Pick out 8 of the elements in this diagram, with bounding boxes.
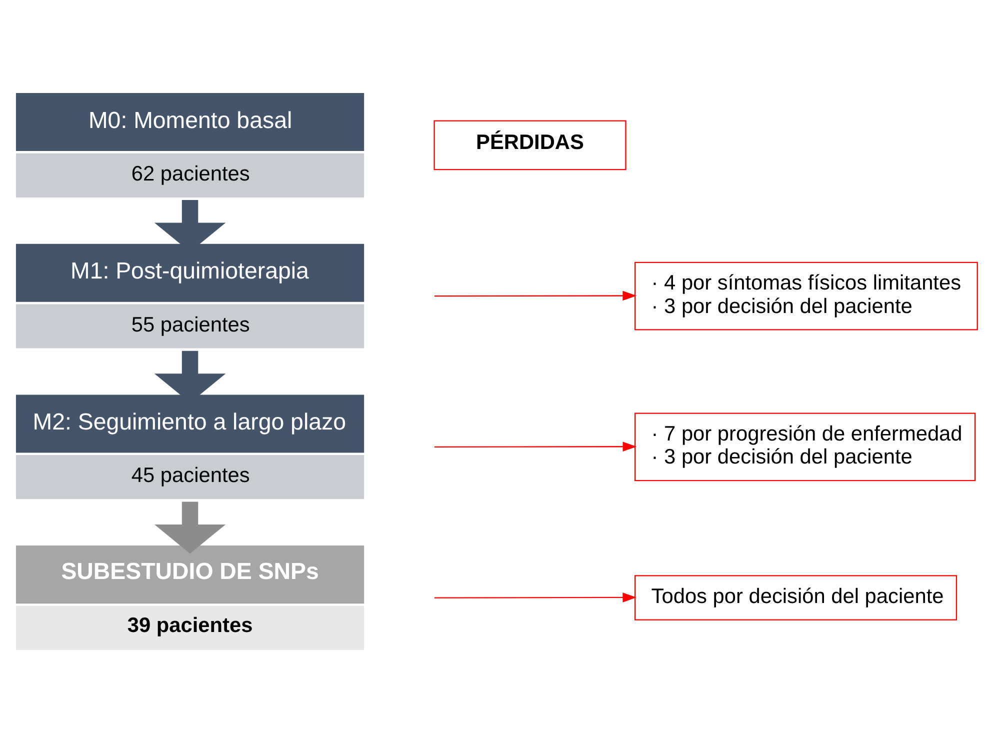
arrow	[434, 290, 636, 300]
node-box: PÉRDIDAS	[433, 120, 626, 170]
node-box: · 7 por progresión de enfermedad · 3 por decisión del paciente	[634, 412, 976, 481]
node-box: Todos por decisión del paciente	[634, 574, 957, 620]
arrow	[154, 501, 226, 554]
arrow	[434, 441, 636, 451]
arrow	[434, 592, 636, 602]
node-box: · 4 por síntomas físicos limitantes · 3 por decisión del paciente	[634, 261, 978, 330]
